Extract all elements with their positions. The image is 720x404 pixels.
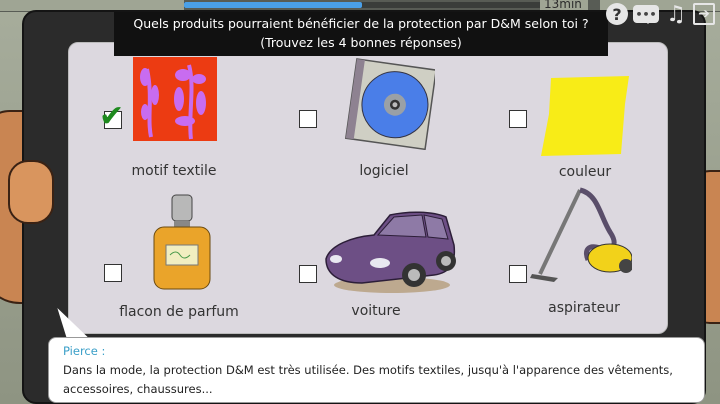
option-label: flacon de parfum (119, 304, 239, 320)
left-thumb (8, 160, 54, 224)
color-swatch-image (541, 74, 633, 158)
perfume-bottle-image (150, 193, 214, 293)
option-label: aspirateur (548, 300, 620, 316)
speaker-name: Pierce : (63, 344, 106, 358)
question-hint: (Trouvez les 4 bonnes réponses) (260, 35, 462, 50)
exit-icon[interactable]: ➔ (693, 3, 715, 25)
music-icon[interactable]: ♫ (666, 1, 686, 27)
option-label: motif textile (131, 163, 217, 179)
checkbox-flacon-de-parfum[interactable] (104, 264, 122, 282)
vacuum-cleaner-image (528, 186, 633, 284)
cd-case-image (344, 58, 438, 151)
textile-pattern-image (133, 57, 217, 141)
checkmark-icon: ✔ (99, 99, 125, 134)
help-icon[interactable]: ? (606, 3, 628, 25)
checkbox-voiture[interactable] (299, 265, 317, 283)
checkbox-logiciel[interactable] (299, 110, 317, 128)
top-bar-right (600, 0, 720, 11)
timer: 13min (540, 0, 588, 11)
dialog-text: Dans la mode, la protection D&M est très… (63, 363, 673, 396)
option-label: logiciel (359, 163, 409, 179)
question-banner: Quels produits pourraient bénéficier de … (114, 12, 608, 56)
option-label: voiture (351, 303, 401, 319)
top-bar: 13min (0, 0, 720, 12)
progress-fill (184, 2, 362, 8)
checkbox-couleur[interactable] (509, 110, 527, 128)
checkbox-motif-textile[interactable]: ✔ (99, 102, 124, 132)
chat-icon[interactable]: ••• (633, 5, 659, 24)
option-label: couleur (558, 164, 612, 180)
car-image (322, 205, 458, 297)
progress-bar (184, 2, 540, 8)
top-bar-left (0, 0, 184, 11)
checkbox-aspirateur[interactable] (509, 265, 527, 283)
question-text: Quels produits pourraient bénéficier de … (133, 16, 589, 31)
toolbar: ? ••• ♫ ➔ (606, 1, 715, 27)
dialog-box[interactable]: Pierce : Dans la mode, la protection D&M… (48, 337, 705, 403)
